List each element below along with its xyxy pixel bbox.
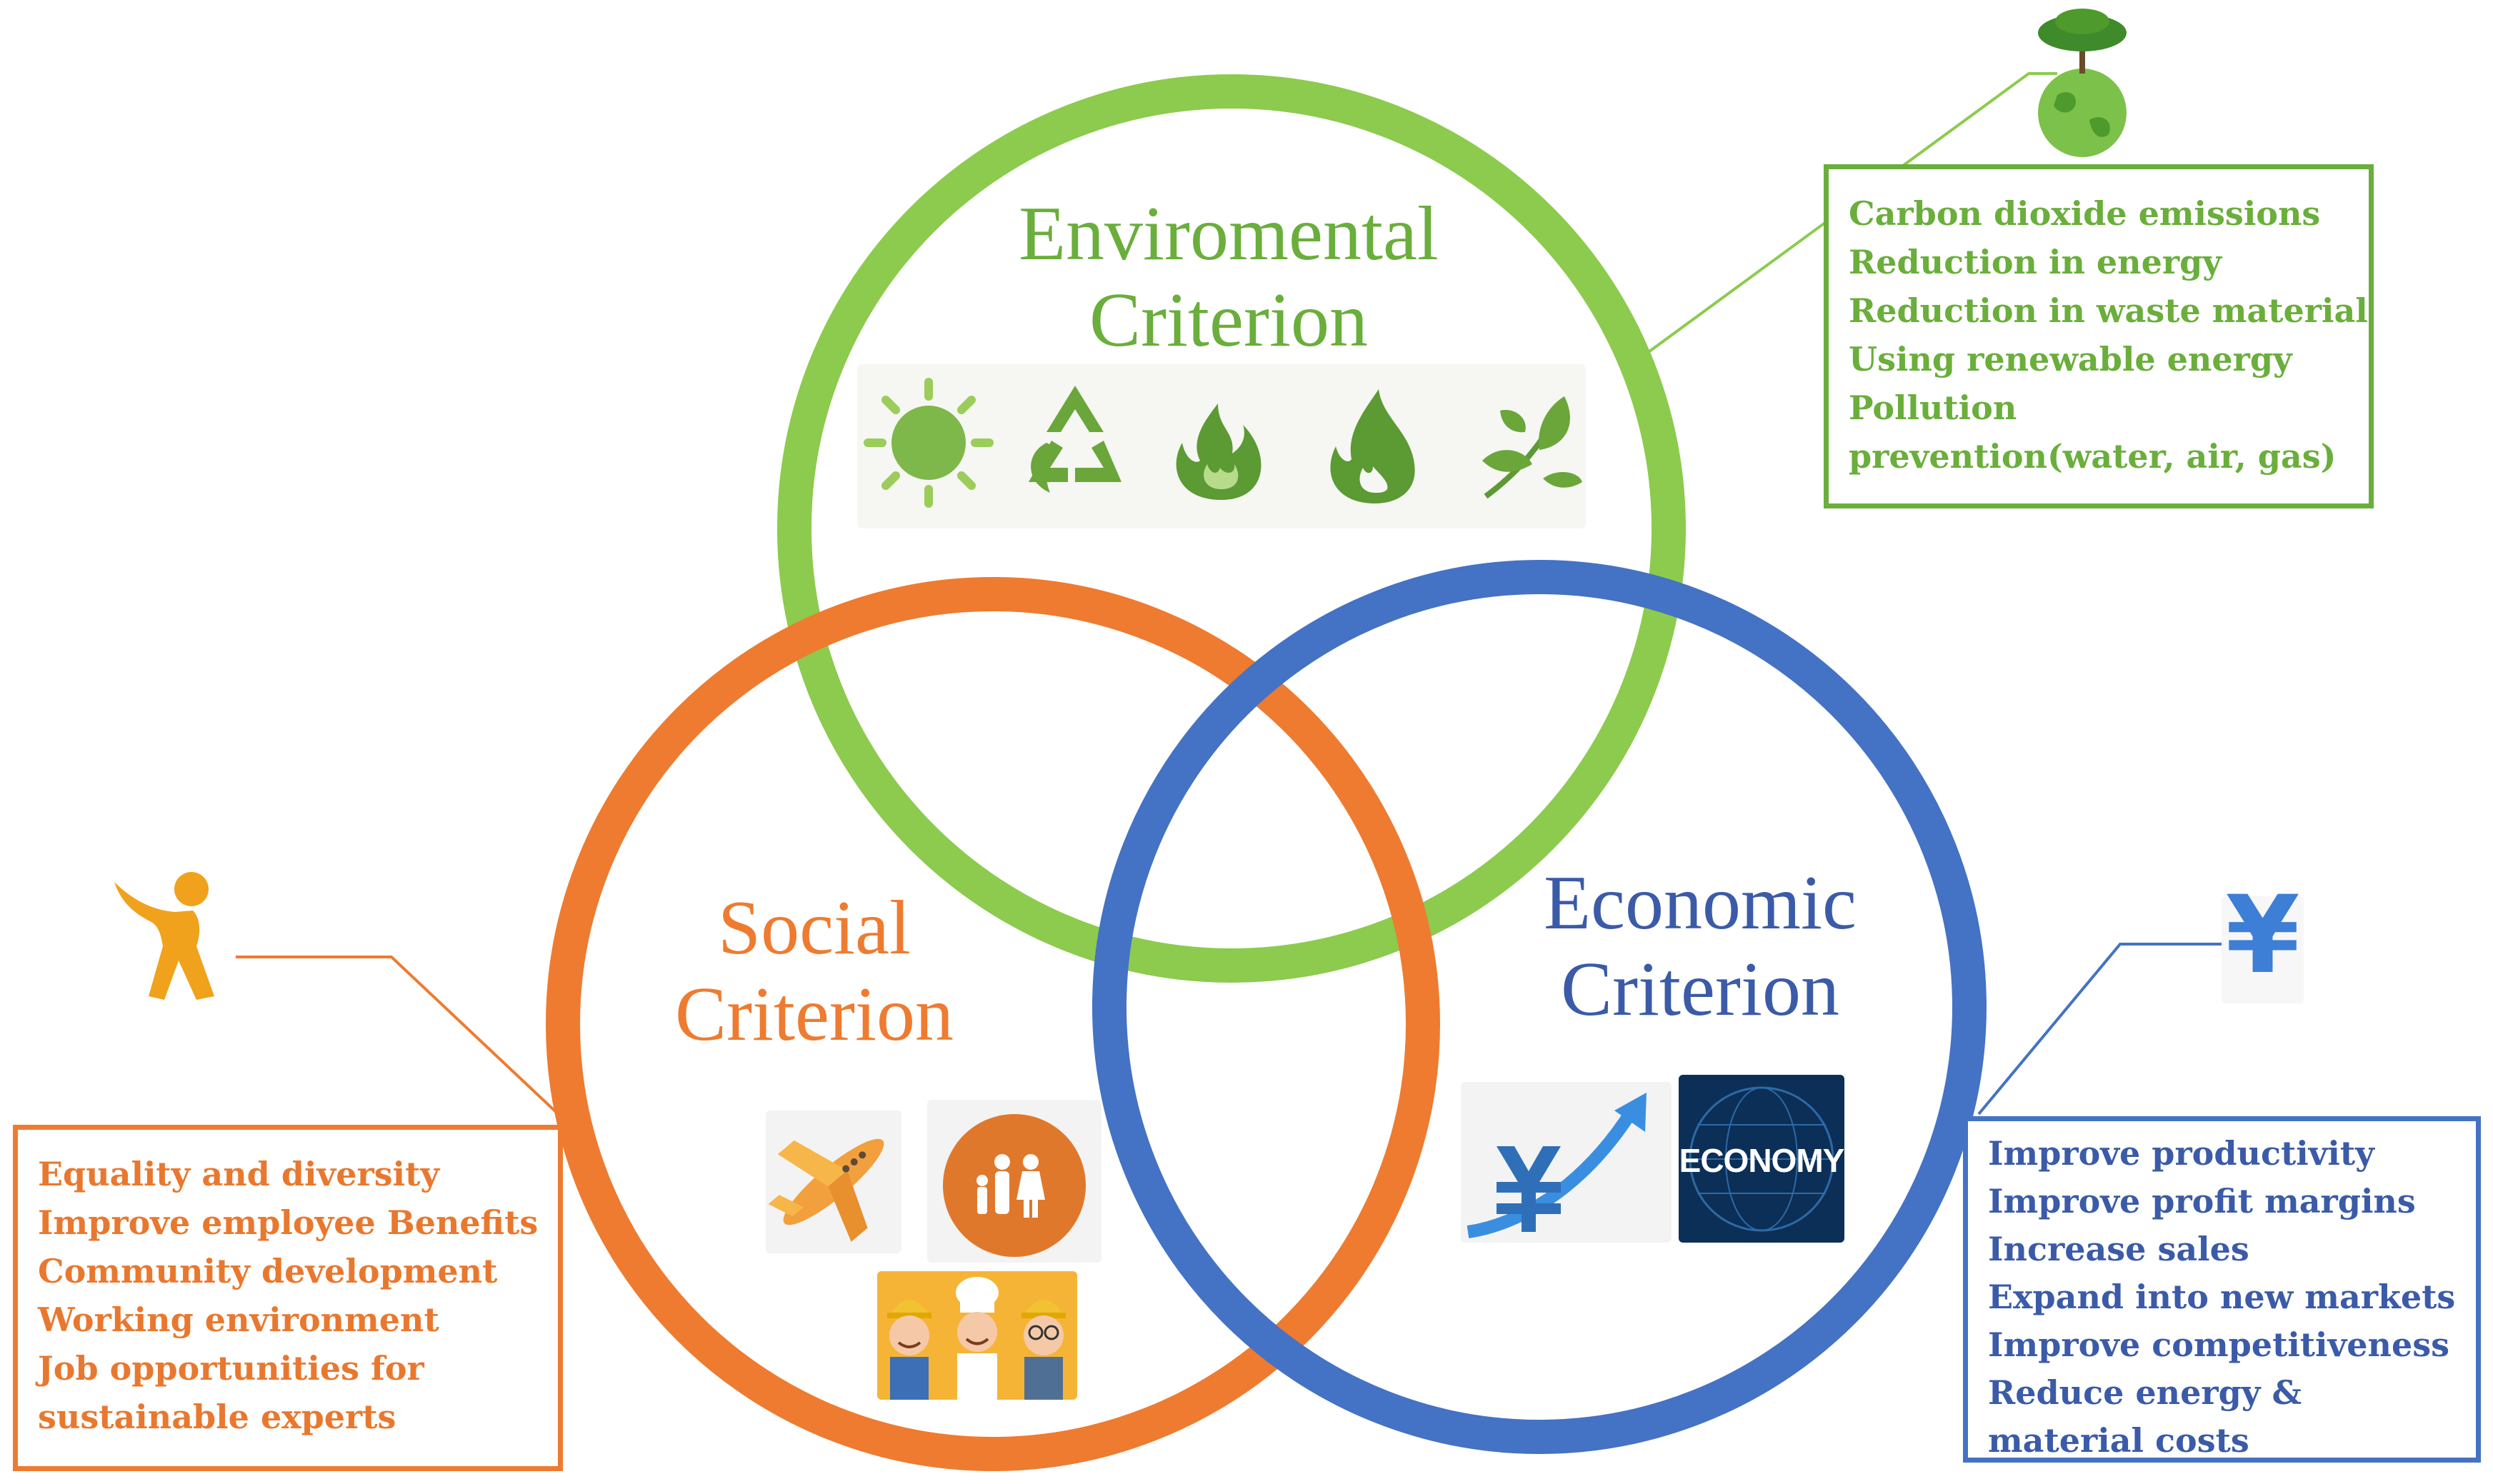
economic-title: Economic Criterion	[1464, 861, 1936, 1033]
yen-tile	[2222, 896, 2304, 1003]
environmental-circle	[777, 74, 1686, 983]
social-connector	[236, 956, 566, 1121]
economic-title-line1: Economic	[1544, 861, 1857, 946]
economic-item: Improve productivity	[1988, 1134, 2374, 1173]
recycle-icon	[1029, 386, 1121, 493]
plant-icon	[1482, 396, 1582, 499]
yen-growth-icon	[1467, 1093, 1647, 1238]
social-item: Equality and diversity	[38, 1155, 440, 1193]
environmental-box: Carbon dioxide emissions Reduction in en…	[1824, 164, 2374, 508]
economic-item: Reduce energy & material costs	[1988, 1373, 2302, 1460]
social-title-line1: Social	[718, 886, 911, 971]
social-circle	[546, 577, 1440, 1471]
social-title-line2: Criterion	[675, 971, 954, 1057]
economic-item: Expand into new markets	[1988, 1278, 2456, 1316]
economic-connector	[1977, 943, 2222, 1115]
flame-icon	[1330, 389, 1415, 503]
environmental-item: Reduction in waste material	[1849, 291, 2368, 330]
family-icon	[943, 1114, 1086, 1257]
economic-item: Improve profit margins	[1988, 1182, 2416, 1220]
workers-icon	[887, 1277, 1066, 1400]
social-title: Social Criterion	[614, 886, 1014, 1058]
economic-circle	[1092, 560, 1987, 1454]
earth-tree-icon	[2038, 9, 2127, 157]
environmental-item: Pollution prevention(water, air, gas)	[1849, 388, 2337, 476]
social-item: Job opportunities for sustainable expert…	[38, 1349, 424, 1436]
economy-icon: ECONOMY	[1679, 1141, 1845, 1180]
economic-item: Increase sales	[1988, 1230, 2249, 1268]
environmental-item: Using renewable energy	[1849, 340, 2292, 378]
environmental-title-line1: Enviromental	[1019, 191, 1439, 276]
airplane-icon	[768, 1138, 884, 1242]
social-item: Improve employee Benefits	[38, 1203, 539, 1242]
social-box: Equality and diversity Improve employee …	[13, 1125, 563, 1471]
environmental-title-line2: Criterion	[1089, 277, 1368, 363]
social-item: Working environment	[38, 1300, 439, 1339]
economic-title-line2: Criterion	[1561, 946, 1839, 1032]
environmental-connector	[1645, 72, 2057, 355]
environmental-title: Enviromental Criterion	[971, 191, 1486, 364]
economic-item: Improve competitiveness	[1988, 1325, 2450, 1364]
environmental-item: Carbon dioxide emissions	[1849, 194, 2321, 233]
environmental-item: Reduction in energy	[1849, 243, 2222, 281]
economy-label: ECONOMY	[1679, 1142, 1845, 1179]
yen-symbol: ¥	[2225, 873, 2300, 998]
economic-box: Improve productivity Improve profit marg…	[1963, 1116, 2481, 1463]
yen-icon: ¥	[2222, 882, 2304, 989]
economy-globe-art	[1689, 1086, 1834, 1232]
sun-icon	[864, 378, 994, 508]
person-icon	[114, 872, 214, 1000]
fire-icon	[1176, 403, 1262, 500]
social-item: Community development	[38, 1252, 498, 1290]
